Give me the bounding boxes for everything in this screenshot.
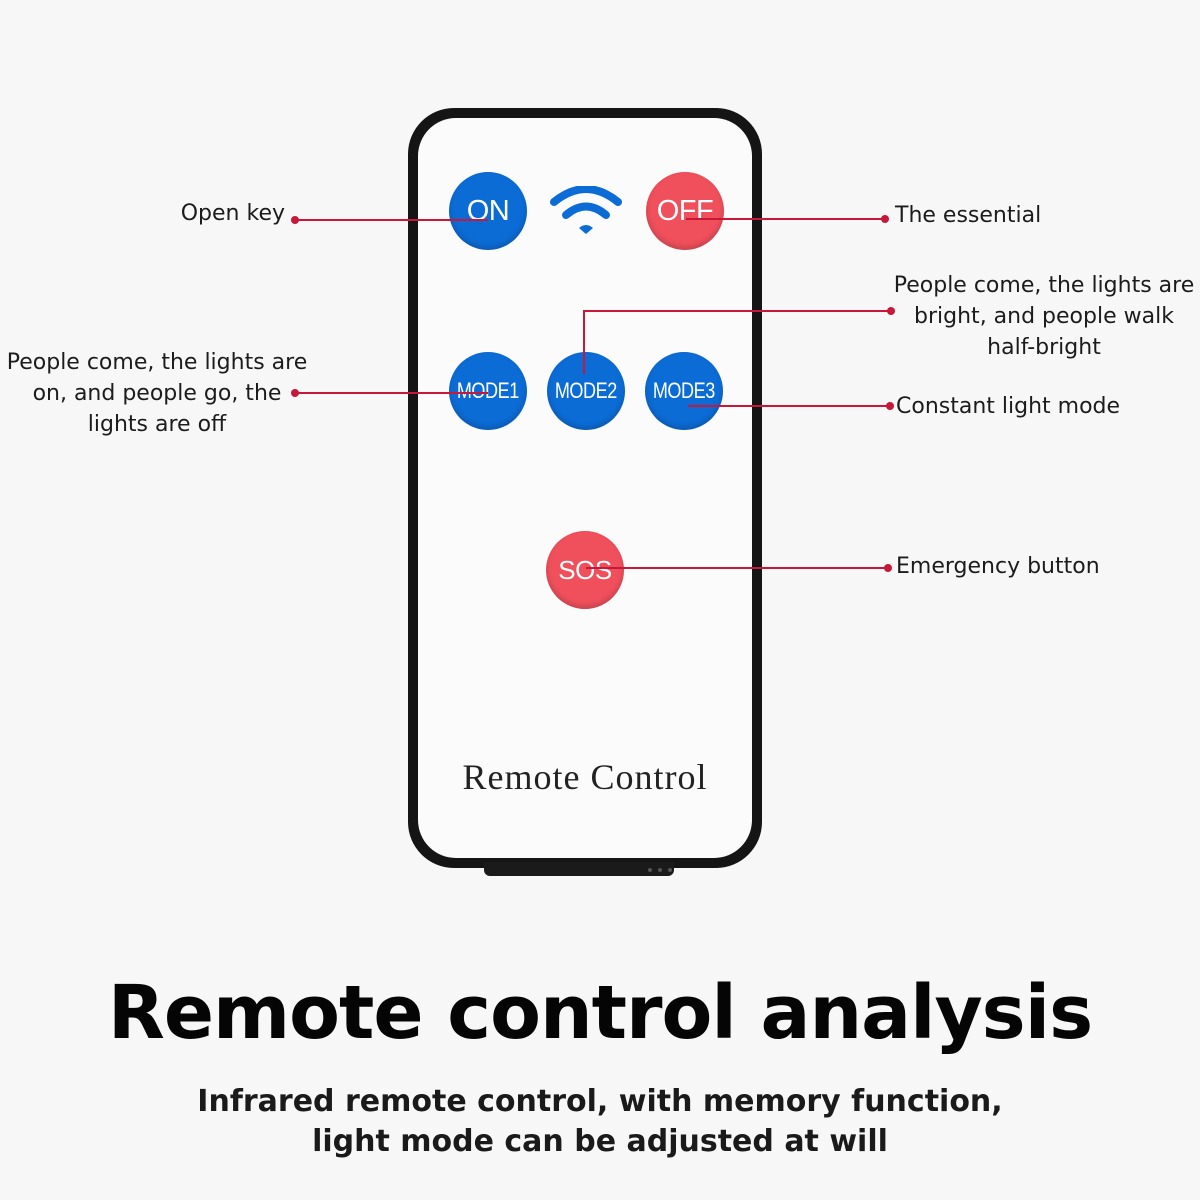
- callout-sos: Emergency button: [896, 554, 1100, 579]
- leader-line-sos: [586, 567, 888, 569]
- leader-dot-sos: [884, 564, 892, 572]
- callout-open-key: Open key: [180, 201, 285, 226]
- on-button[interactable]: ON: [449, 172, 527, 250]
- leader-line-mode2: [583, 310, 891, 312]
- leader-dot-open-key: [291, 216, 299, 224]
- callout-mode3: Constant light mode: [896, 394, 1121, 419]
- leader-dot-mode1: [291, 389, 299, 397]
- leader-line-essential: [686, 218, 885, 220]
- leader-line-mode1: [295, 392, 488, 394]
- remote-control-base: [484, 862, 674, 876]
- mode1-button[interactable]: MODE1: [449, 352, 527, 430]
- leader-line-mode2-vertical: [583, 310, 585, 374]
- callout-mode1-line2: on, and people go, the: [32, 381, 282, 406]
- callout-mode2-line2: bright, and people walk: [914, 304, 1174, 329]
- page-subtitle-line2: light mode can be adjusted at will: [312, 1124, 888, 1159]
- mode2-button[interactable]: MODE2: [547, 352, 625, 430]
- sos-button[interactable]: SOS: [546, 531, 624, 609]
- callout-mode2-line3: half-bright: [987, 335, 1101, 360]
- remote-brand-text: Remote Control: [462, 757, 708, 797]
- page-subtitle-line1: Infrared remote control, with memory fun…: [197, 1084, 1003, 1119]
- callout-mode1-line1: People come, the lights are: [6, 350, 308, 375]
- leader-line-mode3: [688, 405, 890, 407]
- mode1-button-label: MODE1: [456, 378, 520, 403]
- callout-the-essential: The essential: [895, 203, 1042, 228]
- callout-mode1: People come, the lights are on, and peop…: [2, 347, 312, 440]
- leader-dot-mode3: [886, 402, 894, 410]
- leader-line-open-key: [295, 219, 488, 221]
- mode2-button-label: MODE2: [554, 378, 618, 403]
- page-subtitle: Infrared remote control, with memory fun…: [0, 1082, 1200, 1162]
- leader-dot-essential: [881, 215, 889, 223]
- mode3-button-label: MODE3: [652, 378, 716, 403]
- off-button-label: OFF: [656, 194, 714, 227]
- on-button-label: ON: [466, 194, 510, 227]
- sos-button-label: SOS: [558, 554, 612, 585]
- leader-dot-mode2: [887, 307, 895, 315]
- off-button[interactable]: OFF: [646, 172, 724, 250]
- callout-mode2-line1: People come, the lights are: [893, 273, 1195, 298]
- callout-mode1-line3: lights are off: [87, 412, 227, 437]
- callout-mode2: People come, the lights are bright, and …: [885, 270, 1200, 363]
- page-title: Remote control analysis: [107, 970, 1093, 1056]
- wifi-signal-icon: [550, 186, 622, 234]
- mode3-button[interactable]: MODE3: [645, 352, 723, 430]
